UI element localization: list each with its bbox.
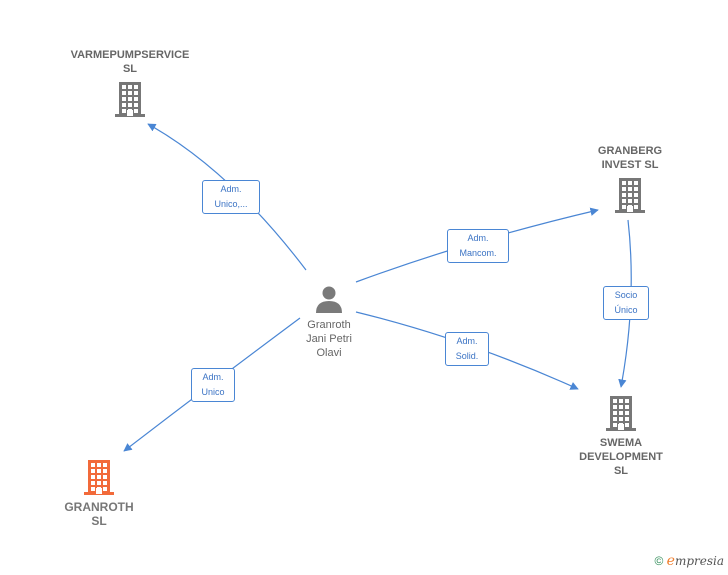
company-node-granberg[interactable]: GRANBERG INVEST SL <box>580 144 680 214</box>
edge-label-granberg-swema[interactable]: Socio Único <box>603 286 649 320</box>
person-node[interactable]: Granroth Jani Petri Olavi <box>284 284 374 360</box>
building-icon <box>84 460 114 495</box>
company-name-varmepumpservice: VARMEPUMPSERVICE SL <box>70 49 190 75</box>
building-icon <box>615 178 645 213</box>
edge-label-granroth[interactable]: Adm. Unico <box>191 368 235 402</box>
footer-brand: © empresia <box>654 553 724 569</box>
edge-label-varmepump[interactable]: Adm. Unico,... <box>202 180 260 214</box>
building-icon <box>115 82 145 117</box>
company-node-varmepumpservice[interactable]: VARMEPUMPSERVICE SL <box>55 48 205 118</box>
copyright-icon: © <box>654 554 664 568</box>
company-node-swema[interactable]: SWEMA DEVELOPMENT SL <box>570 394 672 478</box>
company-name-granberg: GRANBERG INVEST SL <box>597 145 663 171</box>
person-name: Granroth Jani Petri Olavi <box>306 319 352 359</box>
edge-label-granberg[interactable]: Adm. Mancom. <box>447 229 509 263</box>
brand-logo: empresia <box>666 553 724 569</box>
company-name-granroth: GRANROTH SL <box>64 500 134 528</box>
building-icon <box>606 396 636 431</box>
company-node-granroth[interactable]: GRANROTH SL <box>48 458 150 528</box>
person-icon <box>316 286 342 313</box>
edge-label-swema[interactable]: Adm. Solid. <box>445 332 489 366</box>
company-name-swema: SWEMA DEVELOPMENT SL <box>579 437 663 477</box>
